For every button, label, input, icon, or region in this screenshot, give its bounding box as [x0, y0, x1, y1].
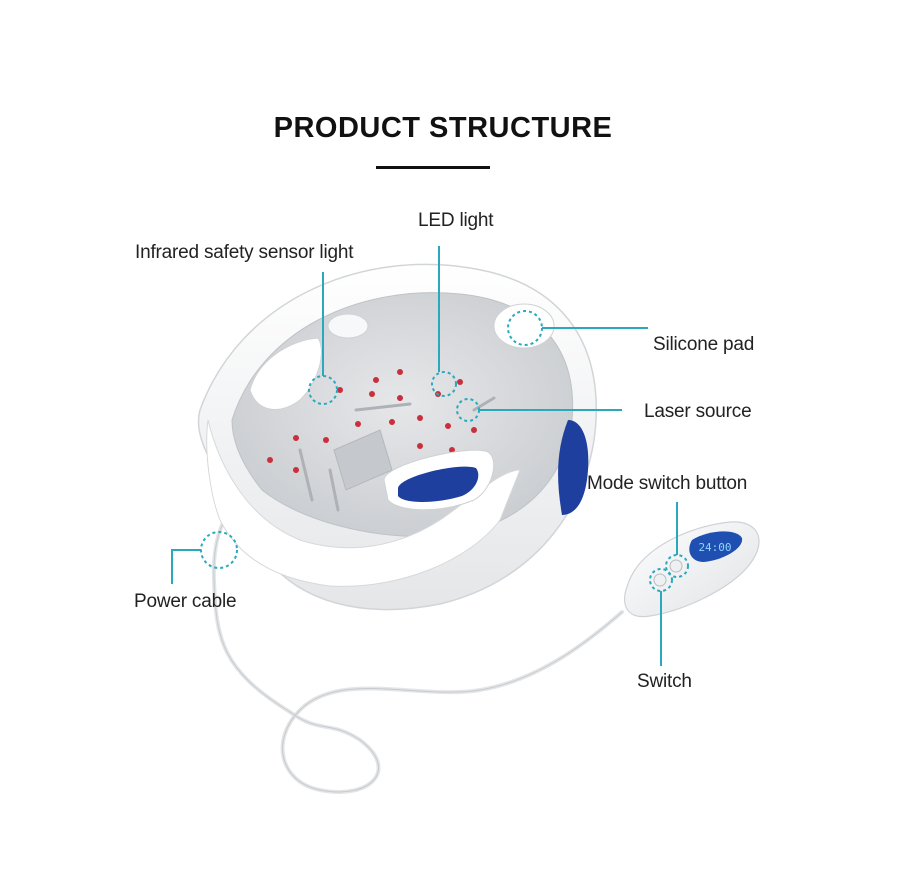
label-power-cable: Power cable	[134, 591, 237, 612]
label-led-light: LED light	[418, 210, 494, 231]
callout-lines	[171, 246, 678, 666]
inner-ribs	[298, 396, 496, 512]
mode-button	[669, 559, 683, 573]
callout-infrared	[308, 375, 338, 405]
label-laser-source: Laser source	[644, 401, 752, 422]
callout-led	[431, 371, 457, 397]
label-switch: Switch	[637, 671, 692, 692]
remote-display-text: 24:00	[698, 541, 731, 554]
label-silicone-pad: Silicone pad	[653, 334, 755, 355]
power-button	[653, 573, 667, 587]
label-mode-switch: Mode switch button	[587, 473, 748, 494]
front-blue-panel	[398, 466, 479, 502]
remote-control: 24:00	[624, 521, 760, 618]
callout-switch	[649, 568, 673, 592]
led-array	[267, 369, 477, 473]
remote-screen	[689, 531, 743, 562]
callout-mode-switch	[665, 554, 689, 578]
page-title: PRODUCT STRUCTURE	[273, 112, 613, 144]
side-panel	[558, 420, 589, 515]
title-underline	[376, 166, 490, 169]
label-infrared-sensor: Infrared safety sensor light	[135, 242, 354, 263]
